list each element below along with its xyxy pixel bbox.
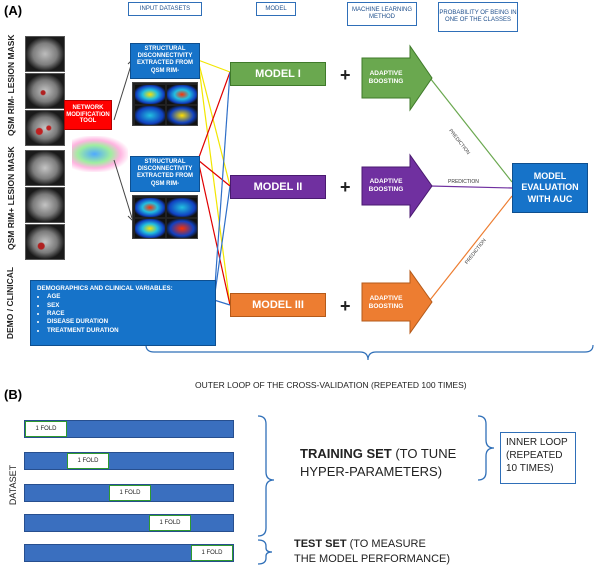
line-yellow-2 [197,59,231,187]
outer-loop-label: OUTER LOOP OF THE CROSS-VALIDATION (REPE… [195,380,467,390]
training-bracket [257,415,275,537]
mri-slice-5 [25,187,65,223]
test-set-title: TEST SET [294,538,347,550]
fold-row-4: 1 FOLD [24,514,234,532]
fold-marker-3: 1 FOLD [109,485,151,501]
line-yellow-1 [197,59,231,73]
mri-slice-6 [25,224,65,260]
training-set-suffix: (TO TUNE [391,446,457,461]
model-3-box: MODEL III [230,293,326,317]
mri-slice-1 [25,36,65,72]
line-green-prediction [429,77,513,183]
mri-stack-rim-minus [25,36,65,146]
boosting-arrow-3 [361,269,433,335]
line-purple-prediction [429,185,513,189]
mri-slice-2 [25,73,65,109]
line-blue-3 [213,299,231,306]
demo-item-age: AGE [47,293,209,301]
header-ml-method: MACHINE LEARNING METHOD [347,2,417,26]
test-bracket [257,539,273,565]
heatmap-2 [167,85,197,104]
demographics-list: AGE SEX RACE DISEASE DURATION TREATMENT … [37,293,209,335]
line-red-2 [197,159,231,187]
heatmap-1 [135,85,165,104]
boosting-arrow-shapes [361,44,433,335]
fold-row-5: 1 FOLD [24,544,234,562]
training-set-line2: HYPER-PARAMETERS) [300,463,443,479]
connection-lines [145,59,594,361]
inner-loop-box: INNER LOOP (REPEATED 10 TIMES) [500,432,576,484]
model-evaluation-box: MODEL EVALUATION WITH AUC [512,163,588,213]
line-orange-prediction [429,195,513,301]
demographics-title: DEMOGRAPHICS AND CLINICAL VARIABLES: [37,285,173,292]
fold-marker-4: 1 FOLD [149,515,191,531]
model-1-box: MODEL I [230,62,326,86]
inner-loop-bracket [477,415,495,481]
mri-slice-3 [25,110,65,146]
boosting-arrow-2 [361,153,433,219]
mri-stack-rim-plus [25,150,65,260]
panel-b-label: (B) [4,387,23,402]
demo-item-disease-duration: DISEASE DURATION [47,318,209,326]
fold-row-2: 1 FOLD [24,452,234,470]
line-yellow-3 [197,59,231,306]
network-tool-box: NETWORK MODIFICATION TOOL [64,100,112,130]
fold-marker-1: 1 FOLD [25,421,67,437]
plus-sign-2: + [340,177,351,197]
panel-a-label: (A) [4,3,23,18]
struct-disconnectivity-plus: STRUCTURAL DISCONNECTIVITY EXTRACTED FRO… [130,156,200,192]
training-set-title: TRAINING SET [300,446,392,461]
test-set-line2: THE MODEL PERFORMANCE) [294,552,451,565]
mri-slice-4 [25,150,65,186]
demographics-box: DEMOGRAPHICS AND CLINICAL VARIABLES: AGE… [30,280,216,346]
line-blue-2 [213,185,231,301]
demo-item-race: RACE [47,310,209,318]
heatmap-3 [135,106,165,125]
tractography-image [72,136,128,172]
heatmap-4 [167,106,197,125]
struct-plus-maps [132,195,198,239]
prediction-label-2: PREDICTION [448,179,479,185]
boosting-arrow-1 [361,44,433,112]
heatmap-7 [135,219,165,238]
boosting-label-1: ADAPTIVE BOOSTING [368,70,404,86]
line-red-1 [197,71,231,161]
test-set-suffix: (TO MEASURE [346,538,426,550]
plus-sign-3: + [340,296,351,316]
plus-sign-1: + [340,65,351,85]
header-model: MODEL [256,2,296,16]
fold-row-1: 1 FOLD [24,420,234,438]
struct-minus-maps [132,82,198,126]
test-set-label: TEST SET (TO MEASURE THE MODEL PERFORMAN… [294,537,450,567]
struct-disconnectivity-minus: STRUCTURAL DISCONNECTIVITY EXTRACTED FRO… [130,43,200,79]
heatmap-5 [135,198,165,217]
panel-b-brackets [257,415,495,565]
boosting-label-2: ADAPTIVE BOOSTING [368,178,404,194]
boosting-label-3: ADAPTIVE BOOSTING [368,295,404,311]
demo-item-treatment-duration: TREATMENT DURATION [47,327,209,335]
outer-loop-bracket [145,344,594,361]
fold-row-3: 1 FOLD [24,484,234,502]
heatmap-8 [167,219,197,238]
model-2-box: MODEL II [230,175,326,199]
line-blue-1 [213,71,231,301]
header-input-datasets: INPUT DATASETS [128,2,202,16]
line-red-3 [197,159,231,306]
header-probability: PROBABILITY OF BEING IN ONE OF THE CLASS… [438,2,518,32]
training-set-label: TRAINING SET (TO TUNE HYPER-PARAMETERS) [300,445,456,480]
fold-marker-5: 1 FOLD [191,545,233,561]
demo-item-sex: SEX [47,302,209,310]
heatmap-6 [167,198,197,217]
fold-marker-2: 1 FOLD [67,453,109,469]
